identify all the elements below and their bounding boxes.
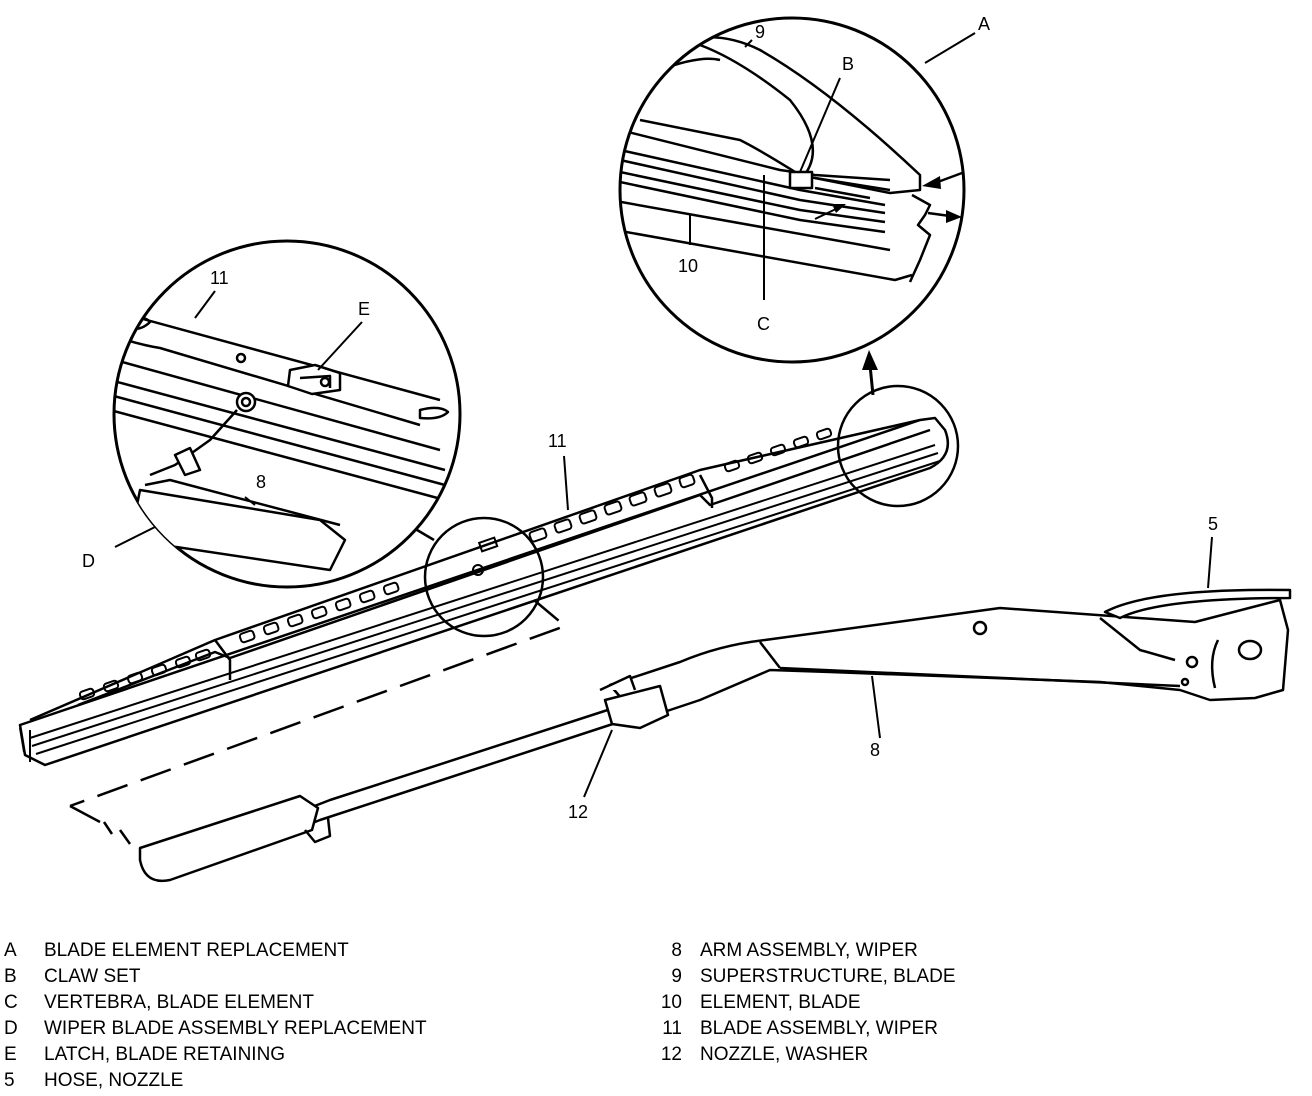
wiper-arm-assembly [102,588,1292,883]
blade-frame-holes [78,427,833,701]
detail-circle-d-ref [423,516,545,638]
wiper-blade-assembly [18,416,950,767]
callout-8-detail: 8 [256,472,266,492]
detail-d-contents [114,308,450,572]
callout-labels: A 9 B 10 C 11 E 8 D 11 5 8 12 [82,14,1218,822]
arrow-to-detail-a [862,350,878,396]
callout-10: 10 [678,256,698,276]
callout-12: 12 [568,802,588,822]
detail-d-leaders [114,290,363,548]
callout-11-blade: 11 [548,431,567,451]
callout-5: 5 [1208,514,1218,534]
callout-8-arm: 8 [870,740,880,760]
callout-e: E [358,299,370,319]
alignment-guide [69,599,568,824]
callout-b: B [842,54,854,74]
detail-a-arrows [814,171,963,223]
callout-a: A [978,14,990,34]
main-leaders [563,455,1213,798]
callout-9: 9 [755,22,765,42]
detail-a-leaders [689,32,976,300]
callout-11-detail: 11 [210,268,229,288]
callout-d: D [82,551,95,571]
detail-a-contents [620,35,932,283]
detail-circle-a-ref [836,384,960,508]
callout-c: C [757,314,770,334]
